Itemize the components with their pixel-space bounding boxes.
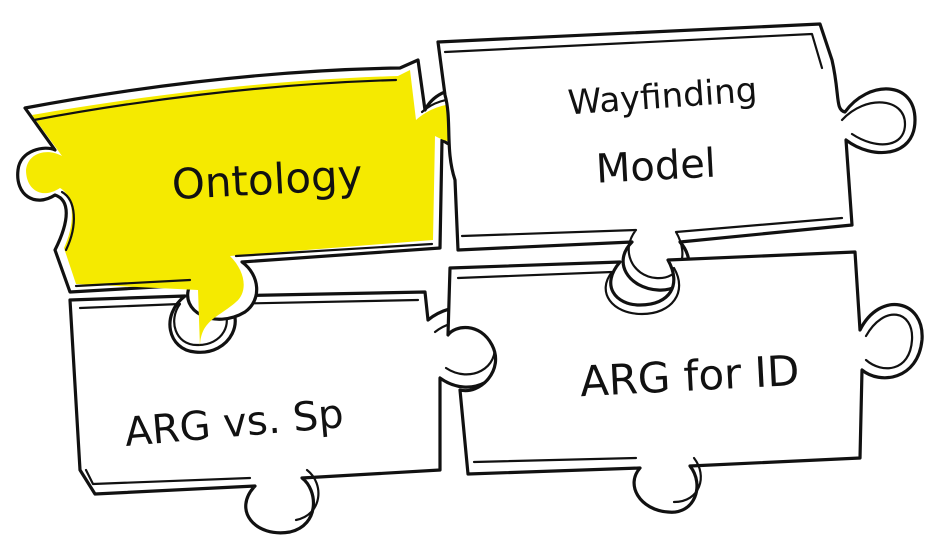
puzzle-piece-ontology	[16, 58, 501, 348]
label-arg-for-id: ARG for ID	[579, 346, 801, 406]
ontology-highlight	[26, 70, 487, 348]
puzzle-piece-arg-for-id	[446, 250, 924, 514]
label-ontology: Ontology	[171, 150, 364, 209]
label-model: Model	[595, 141, 717, 193]
puzzle-piece-wayfinding-model	[436, 22, 917, 292]
